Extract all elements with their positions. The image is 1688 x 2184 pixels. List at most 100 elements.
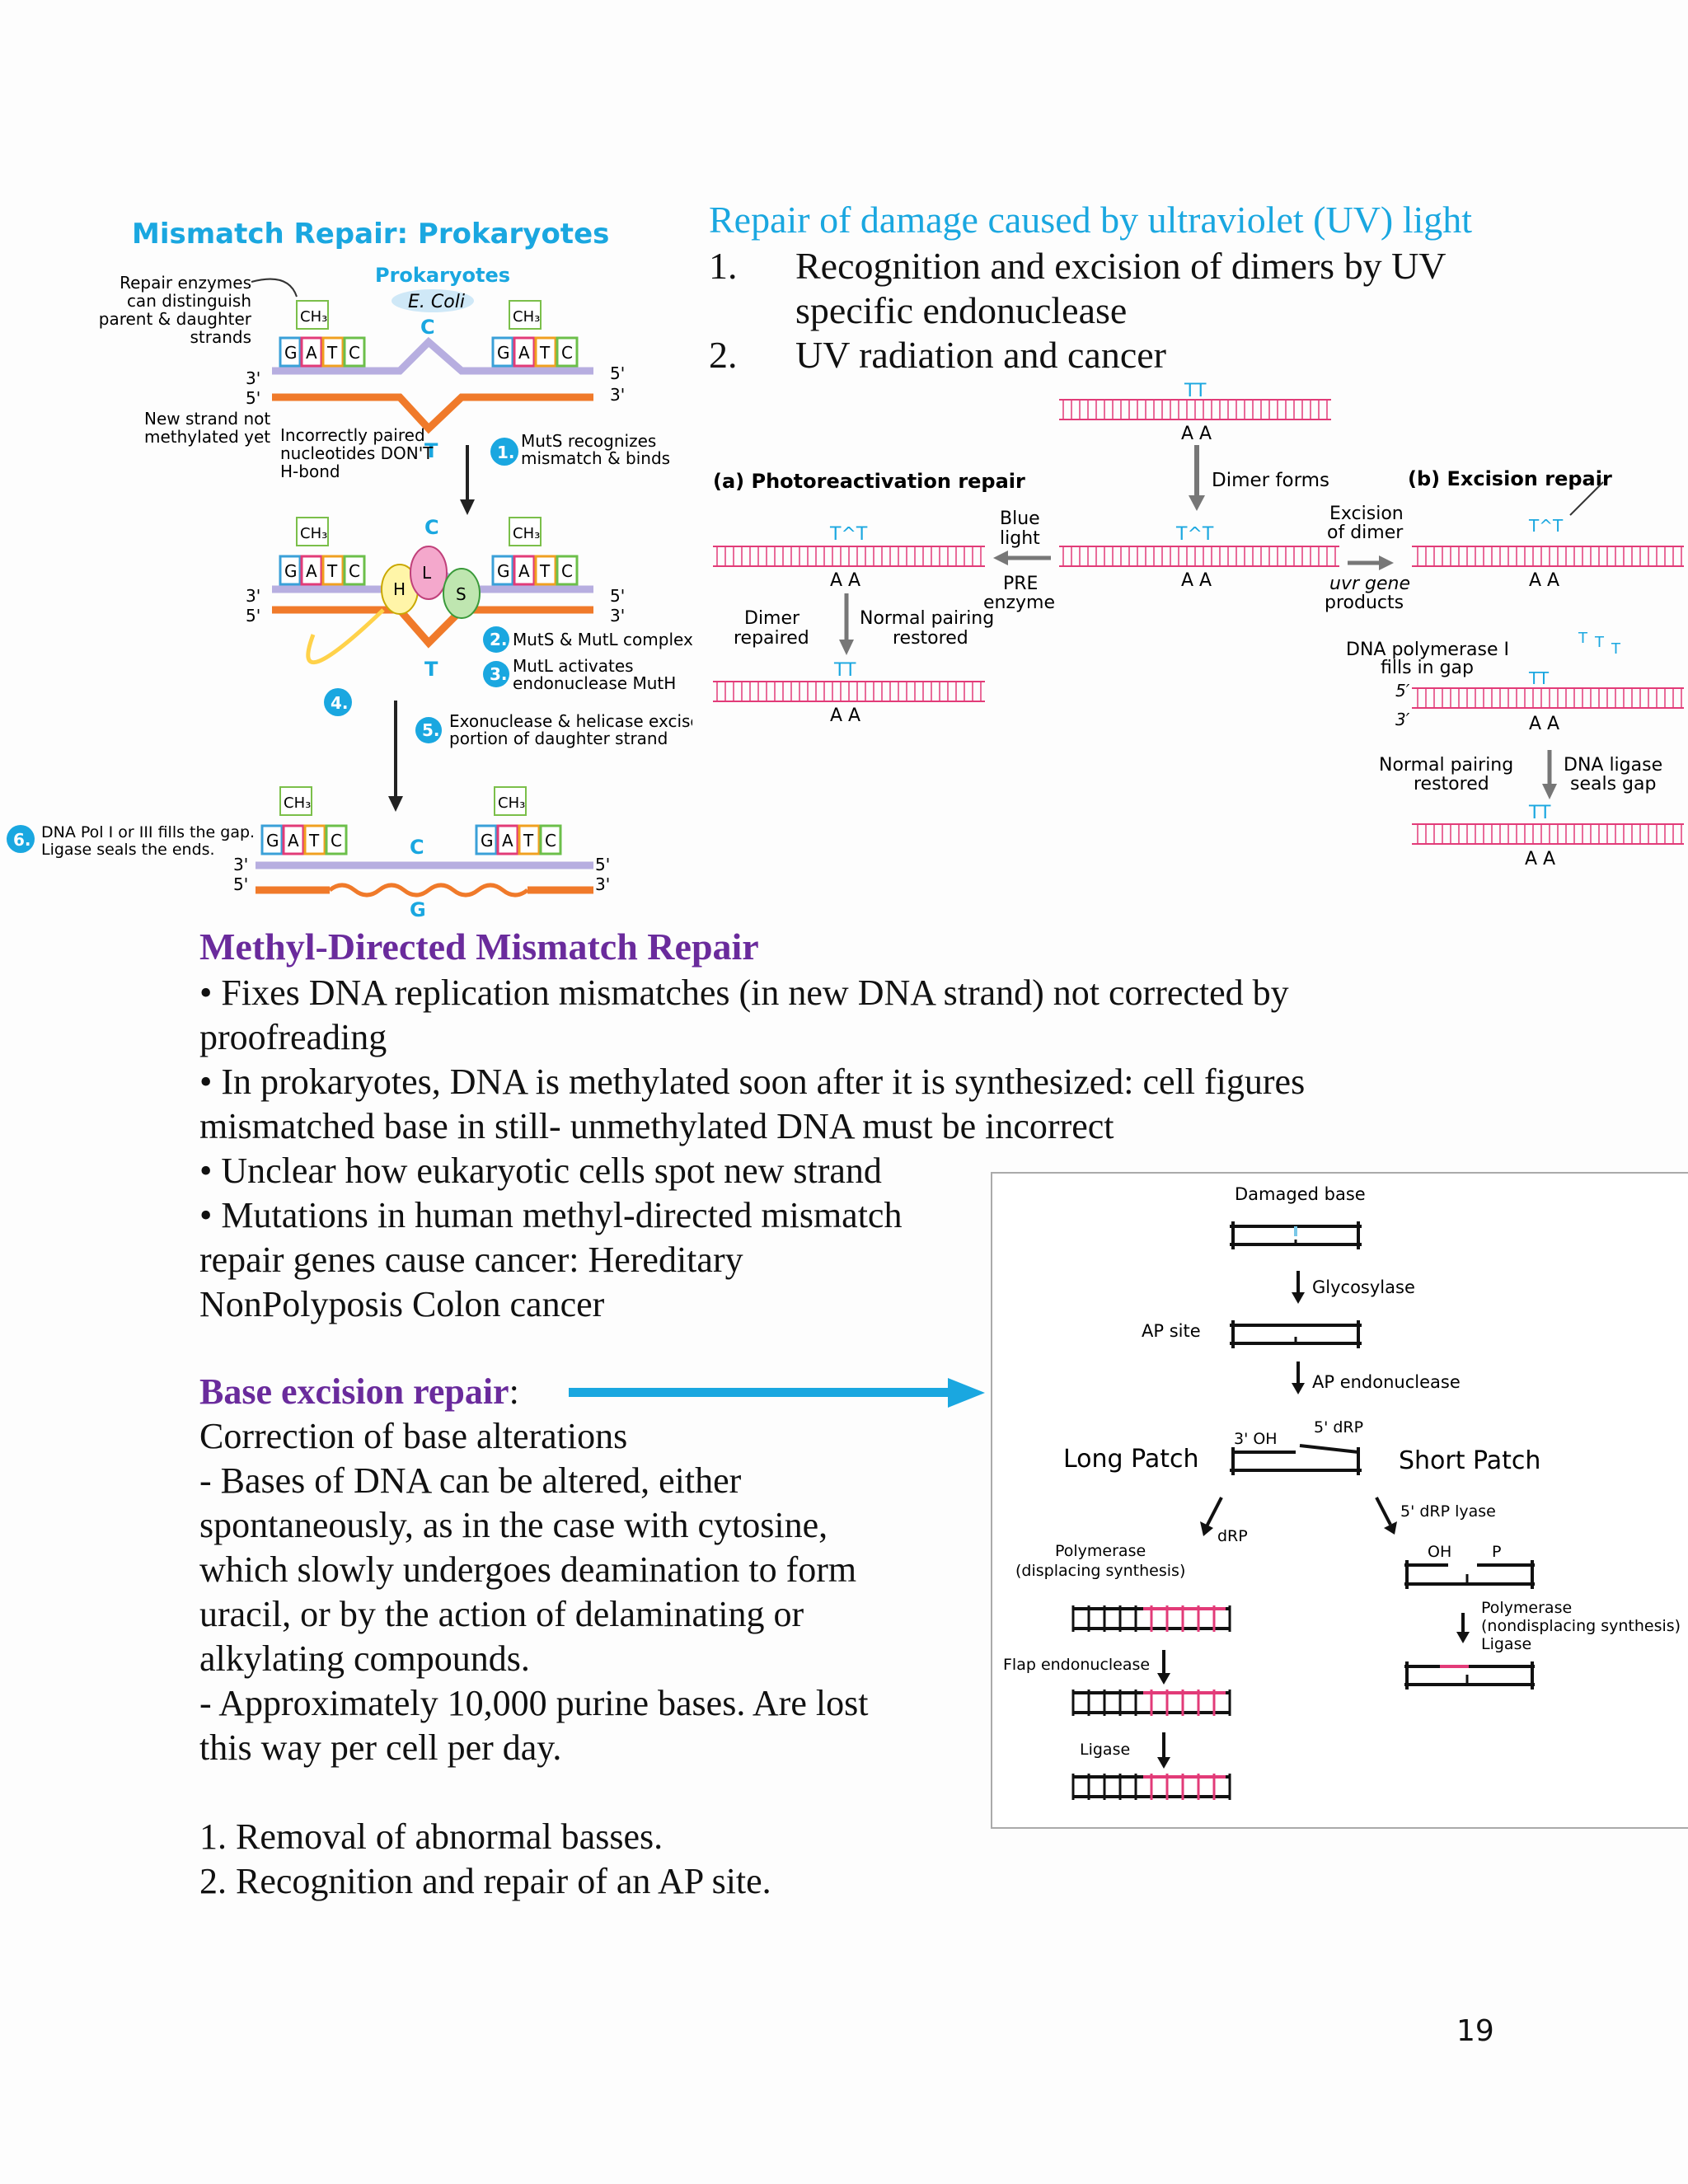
five-drp-label: 5' dRP <box>1314 1418 1363 1436</box>
svg-text:portion of daughter strand: portion of daughter strand <box>449 729 668 748</box>
mmr-body: • Fixes DNA replication mismatches (in n… <box>199 971 1436 1327</box>
uv-section-title: Repair of damage caused by ultraviolet (… <box>709 199 1473 241</box>
svg-text:L: L <box>422 563 432 583</box>
base-letter: T <box>539 343 551 363</box>
svg-text:3.: 3. <box>490 664 508 684</box>
damaged-dna <box>1230 1221 1362 1249</box>
base-letter: T <box>523 831 534 851</box>
p-label: P <box>1492 1543 1501 1561</box>
base-letter: A <box>288 831 299 851</box>
uv-final-dna: TT A A <box>1412 803 1684 869</box>
svg-text:5': 5' <box>595 855 610 874</box>
prok-figure-title: Mismatch Repair: Prokaryotes <box>132 218 609 251</box>
svg-text:MutS recognizes: MutS recognizes <box>521 431 656 451</box>
base-letter: C <box>545 831 556 851</box>
ber-line: this way per cell per day. <box>199 1727 562 1768</box>
ap-site-label: AP site <box>1142 1321 1201 1341</box>
svg-text:S: S <box>456 584 467 604</box>
blue-light-label: Blue light <box>1000 509 1040 549</box>
svg-text:T^T: T^T <box>1175 524 1214 545</box>
base-letter: T <box>308 831 320 851</box>
svg-text:3': 3' <box>246 586 260 606</box>
ber-line: - Approximately 10,000 purine bases. Are… <box>199 1683 869 1723</box>
free-t-1: T <box>1578 630 1588 647</box>
svg-text:Polymerase: Polymerase <box>1481 1599 1572 1617</box>
ecoli-label: E. Coli <box>408 292 465 312</box>
svg-text:TT: TT <box>833 660 856 681</box>
svg-text:(nondisplacing synthesis): (nondisplacing synthesis) <box>1481 1617 1681 1635</box>
svg-text:5': 5' <box>246 388 260 408</box>
prokaryotes-label: Prokaryotes <box>375 264 510 287</box>
base-letter: T <box>326 561 338 581</box>
base-letter: G <box>266 831 279 851</box>
oh-label: OH <box>1428 1543 1451 1561</box>
base-letter: A <box>306 561 317 581</box>
svg-text:T^T: T^T <box>1528 516 1564 536</box>
svg-text:H: H <box>393 579 406 599</box>
mmr-line: NonPolyposis Colon cancer <box>199 1284 605 1324</box>
svg-text:PRE: PRE <box>1003 574 1038 594</box>
svg-text:Exonuclease & helicase excise: Exonuclease & helicase excise <box>449 711 692 731</box>
mmr-line: • Fixes DNA replication mismatches (in n… <box>199 972 1289 1013</box>
mmr-line: • Mutations in human methyl-directed mis… <box>199 1195 903 1235</box>
svg-text:enzyme: enzyme <box>983 593 1055 613</box>
svg-text:TT: TT <box>1184 381 1207 401</box>
ap-site-dna <box>1230 1320 1362 1348</box>
pol-long-label: Polymerase (displacing synthesis) <box>1015 1542 1185 1580</box>
new-strand-note: New strand not methylated yet <box>144 409 270 447</box>
svg-text:C: C <box>424 516 439 539</box>
uv-top-dna: TT A A <box>1059 381 1331 444</box>
svg-text:4.: 4. <box>331 693 349 713</box>
svg-text:light: light <box>1000 528 1040 549</box>
step-6: 6. DNA Pol I or III fills the gap. Ligas… <box>7 823 255 859</box>
svg-text:T: T <box>424 658 438 681</box>
ber-title: Base excision repair <box>199 1371 509 1412</box>
svg-text:Normal pairing: Normal pairing <box>860 608 994 629</box>
svg-text:fills in gap: fills in gap <box>1381 658 1474 678</box>
svg-text:MutS & MutL complex: MutS & MutL complex <box>513 630 692 649</box>
svg-text:A A: A A <box>830 570 860 591</box>
ber-line: spontaneously, as in the case with cytos… <box>199 1505 828 1545</box>
nicked-dna <box>1230 1444 1362 1475</box>
base-letter: G <box>284 343 298 363</box>
mmr-title: Methyl-Directed Mismatch Repair <box>199 926 759 968</box>
svg-text:3′: 3′ <box>1395 710 1410 729</box>
svg-text:1.: 1. <box>497 443 515 462</box>
ber-line: - Bases of DNA can be altered, either <box>199 1460 742 1501</box>
long-patch-synthesis-dna <box>1071 1605 1231 1632</box>
base-letter: G <box>497 561 510 581</box>
page-number: 19 <box>1456 2014 1494 2048</box>
incorrect-pair-note: Incorrectly paired nucleotides DON'T H-b… <box>280 425 434 481</box>
svg-text:New strand not: New strand not <box>144 409 270 429</box>
short-patch-gap-dna <box>1404 1560 1535 1589</box>
base-letter: G <box>284 561 298 581</box>
long-patch-ligated-dna <box>1071 1774 1231 1800</box>
svg-text:Incorrectly paired: Incorrectly paired <box>280 425 425 445</box>
uv-excised-dna: T^T A A <box>1412 481 1684 591</box>
svg-text:DNA ligase: DNA ligase <box>1564 755 1662 776</box>
svg-text:A A: A A <box>830 705 860 726</box>
free-t-2: T <box>1594 634 1605 651</box>
svg-text:(displacing synthesis): (displacing synthesis) <box>1015 1562 1185 1580</box>
base-letter: C <box>349 343 360 363</box>
svg-text:Polymerase: Polymerase <box>1055 1542 1146 1560</box>
mismatch-c-top: C <box>420 316 435 339</box>
step-3: 3. MutL activates endonuclease MutH <box>483 656 676 693</box>
svg-text:strands: strands <box>190 327 251 347</box>
svg-text:C: C <box>410 836 424 859</box>
mmr-line: repair genes cause cancer: Hereditary <box>199 1240 743 1280</box>
arrow-to-ber-figure <box>569 1378 985 1408</box>
base-letter: T <box>539 561 551 581</box>
pol-short-label: Polymerase (nondisplacing synthesis) Lig… <box>1481 1599 1681 1653</box>
step-5: 5. Exonuclease & helicase excise portion… <box>415 711 692 748</box>
svg-text:TT: TT <box>1528 803 1551 823</box>
svg-text:5': 5' <box>246 606 260 626</box>
short-patch-label: Short Patch <box>1399 1446 1540 1475</box>
ber-body: Base excision repair: Correction of base… <box>199 1370 974 1904</box>
uv-middle-dna: T^T A A <box>1059 524 1339 591</box>
pre-enzyme-label: PRE enzyme <box>983 574 1055 613</box>
uv-repair-figure: TT A A Dimer forms (a) Photoreactivation… <box>713 381 1684 869</box>
svg-text:repaired: repaired <box>734 628 809 649</box>
